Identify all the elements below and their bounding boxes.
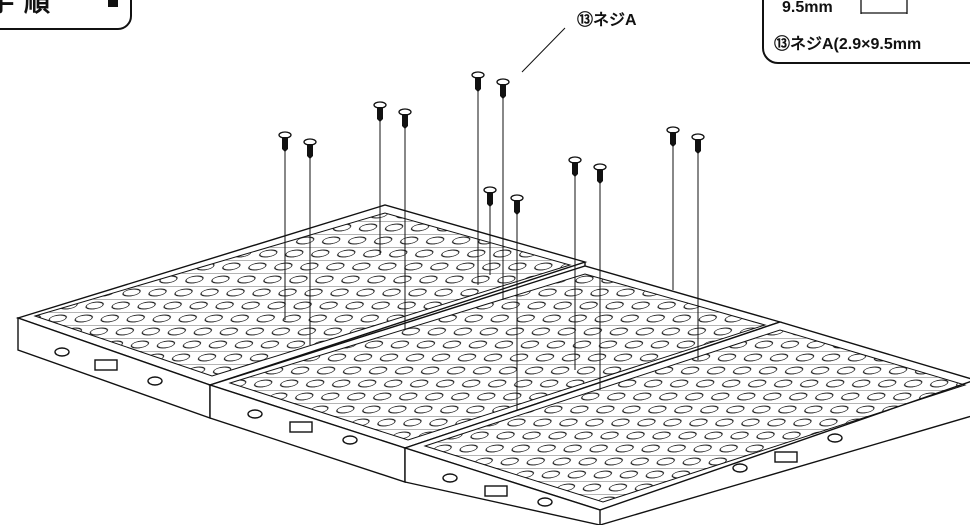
tray-middle — [207, 265, 783, 483]
tray-right — [402, 321, 970, 525]
screw-5-icon — [471, 71, 485, 285]
screw-2-icon — [303, 138, 317, 345]
screw-8-icon — [510, 194, 524, 410]
screw-12-icon — [691, 133, 705, 360]
screw-callout-label: ⑬ネジA — [577, 12, 637, 29]
step-header-box: 手順 — [0, 0, 132, 30]
screw-length: 9.5mm — [782, 0, 833, 16]
screw-10-icon — [593, 163, 607, 390]
screw-6-icon — [496, 78, 510, 300]
screw-spec-name: ⑬ネジA(2.9×9.5mm — [774, 36, 922, 53]
screws-group — [278, 71, 705, 410]
screw-1-icon — [278, 131, 292, 320]
screw-9-icon — [568, 156, 582, 370]
screw-3-icon — [373, 101, 387, 255]
screw-11-icon — [666, 126, 680, 290]
screw-7-icon — [483, 186, 497, 275]
screw-spec-box: 9.5mm ⑬ネジA(2.9×9.5mm — [762, 0, 970, 64]
tray-left — [15, 204, 588, 419]
screw-4-icon — [398, 108, 412, 330]
step-number-marker — [108, 0, 118, 7]
step-label: 手順 — [0, 0, 61, 17]
callout-leader-line — [521, 27, 566, 73]
length-bracket-icon — [860, 0, 908, 14]
